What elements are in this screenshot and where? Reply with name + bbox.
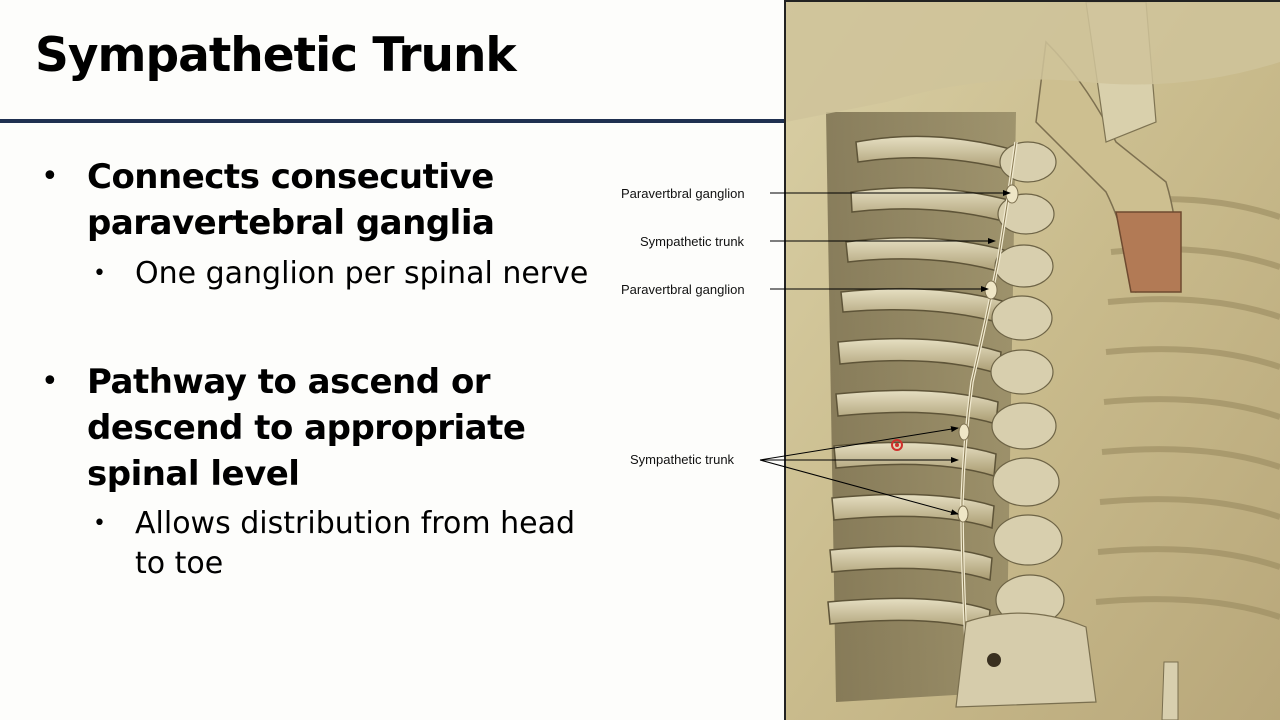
dissection-photo	[784, 0, 1280, 720]
title-underline	[0, 119, 786, 123]
dissection-photo-image	[786, 2, 1280, 720]
callout-sympathetic-trunk-2: Sympathetic trunk	[630, 452, 735, 467]
leader-arrow-trunk-2a	[759, 426, 959, 461]
callout-sympathetic-trunk-1: Sympathetic trunk	[640, 234, 745, 249]
subbullet-one-ganglion: One ganglion per spinal nerve	[93, 254, 605, 294]
callout-paravertebral-ganglion-1: Paravertbral ganglion	[621, 186, 745, 201]
subbullet-distribution: Allows distribution from head to toe	[93, 504, 605, 584]
leader-arrow-trunk-2c	[759, 459, 959, 516]
callout-paravertebral-ganglion-2: Paravertbral ganglion	[621, 282, 745, 297]
laser-pointer-dot	[891, 439, 903, 451]
slide-title: Sympathetic Trunk	[35, 28, 517, 83]
bullet-connects-ganglia: Connects consecutive paravertebral gangl…	[41, 154, 607, 246]
bullet-pathway: Pathway to ascend or descend to appropri…	[41, 359, 607, 497]
